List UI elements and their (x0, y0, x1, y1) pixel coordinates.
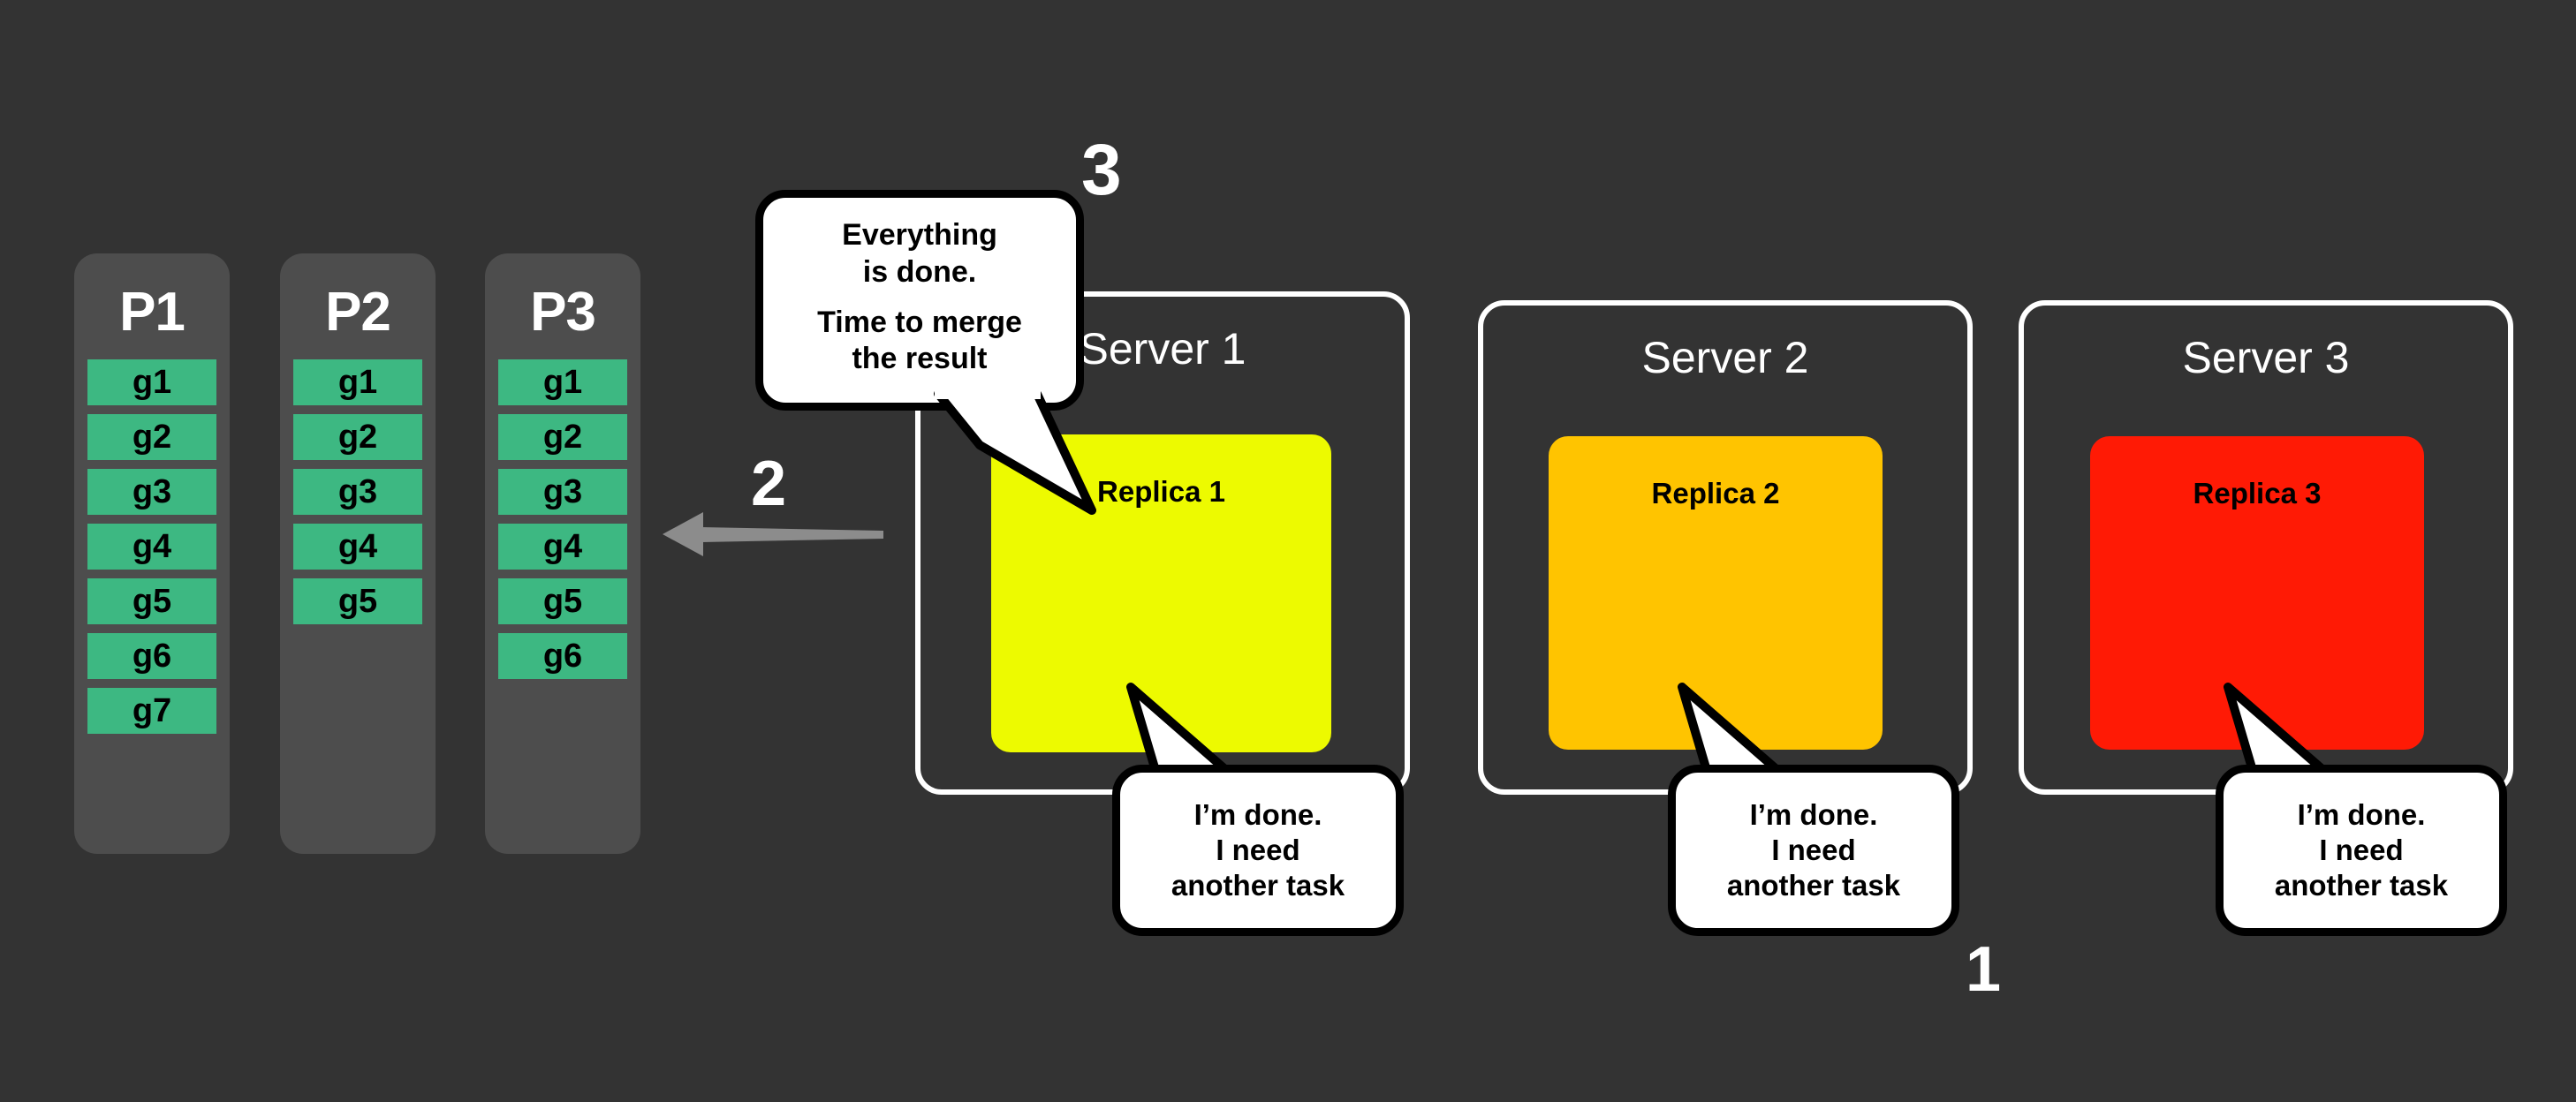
bubble-line: another task (1726, 869, 1901, 902)
replica-label: Replica 2 (1651, 477, 1780, 509)
arrow-left-icon (663, 512, 883, 556)
bubble-line: I’m done. (2297, 797, 2426, 831)
partition-column-p1: P1 g1 g2 g3 g4 g5 g6 g7 (74, 253, 230, 854)
task-block: g1 (293, 359, 422, 405)
speech-bubble-done-3: I’m done. I need another task (2216, 765, 2507, 936)
partition-title: P1 (119, 282, 186, 343)
task-block: g1 (498, 359, 627, 405)
task-block: g3 (87, 469, 216, 515)
task-block: g5 (498, 578, 627, 624)
task-block: g2 (87, 414, 216, 460)
bubble-line: Time to merge (817, 306, 1022, 339)
task-block: g4 (293, 524, 422, 570)
step-number-two: 2 (751, 449, 787, 519)
speech-bubble-done-1: I’m done. I need another task (1112, 765, 1404, 936)
replica-box-3: Replica 3 (2090, 436, 2424, 750)
task-block: g6 (498, 633, 627, 679)
speech-bubble-done-2: I’m done. I need another task (1668, 765, 1959, 936)
replica-box-1: Replica 1 (991, 434, 1331, 752)
task-block: g2 (498, 414, 627, 460)
bubble-line: is done. (862, 254, 977, 289)
replica-label: Replica 1 (1097, 475, 1225, 508)
replica-label: Replica 3 (2193, 477, 2322, 509)
step-number-three: 3 (1081, 130, 1122, 210)
task-block: g3 (498, 469, 627, 515)
bubble-line: another task (1171, 869, 1345, 902)
task-block: g5 (87, 578, 216, 624)
task-block: g4 (498, 524, 627, 570)
task-block: g1 (87, 359, 216, 405)
bubble-line: Everything (842, 218, 997, 253)
merge-arrow (663, 503, 883, 565)
server-label: Server 1 (1079, 324, 1246, 374)
task-block: g6 (87, 633, 216, 679)
task-block: g2 (293, 414, 422, 460)
task-block: g4 (87, 524, 216, 570)
step-number-one: 1 (1966, 934, 2002, 1005)
bubble-line: I need (1771, 833, 1856, 866)
speech-bubble-merge: Everything is done. Time to merge the re… (755, 190, 1084, 411)
bubble-line: the result (852, 342, 988, 376)
bubble-line: I’m done. (1193, 797, 1322, 831)
bubble-line: another task (2274, 869, 2449, 902)
bubble-line: I’m done. (1749, 797, 1878, 831)
server-label: Server 2 (1641, 333, 1809, 382)
partition-column-p3: P3 g1 g2 g3 g4 g5 g6 (485, 253, 640, 854)
bubble-line: I need (2319, 833, 2404, 866)
bubble-line: I need (1216, 833, 1300, 866)
task-block: g3 (293, 469, 422, 515)
partition-column-p2: P2 g1 g2 g3 g4 g5 (280, 253, 436, 854)
replica-box-2: Replica 2 (1549, 436, 1883, 750)
server-label: Server 3 (2182, 333, 2350, 382)
task-block: g7 (87, 688, 216, 734)
partition-title: P2 (325, 282, 391, 343)
partition-title: P3 (530, 282, 596, 343)
task-block: g5 (293, 578, 422, 624)
